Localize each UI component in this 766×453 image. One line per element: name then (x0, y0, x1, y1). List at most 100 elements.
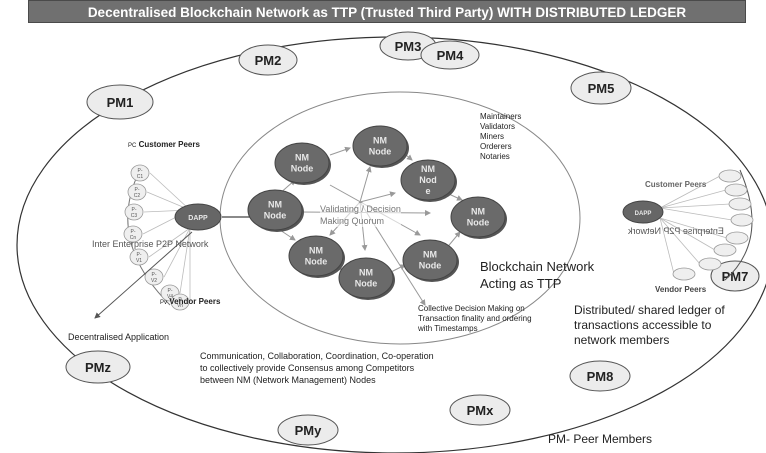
svg-text:PM8: PM8 (587, 369, 614, 384)
right-dapp[interactable]: DAPP (622, 200, 664, 224)
dapp-caption: Decentralised Application (68, 332, 170, 342)
svg-text:PMx: PMx (467, 403, 495, 418)
svg-text:NM: NM (423, 250, 437, 260)
right-peer[interactable] (672, 267, 696, 281)
customer-prefix: PC (128, 143, 137, 149)
svg-text:PMz: PMz (85, 360, 112, 375)
left-peer-c3[interactable]: P-C3 (124, 203, 144, 221)
left-customer-peers-label: PC Customer Peers (128, 140, 200, 151)
peer-link (659, 217, 675, 275)
svg-text:P-: P- (168, 288, 173, 294)
peer-link (659, 175, 721, 209)
ledger-line-1: Distributed/ shared ledger of (574, 303, 725, 317)
svg-text:NM: NM (421, 164, 435, 174)
svg-text:PM7: PM7 (722, 269, 749, 284)
peer-link (659, 189, 727, 209)
peer-member-pm1[interactable]: PM1 (86, 84, 154, 120)
left-peer-vn[interactable]: PVn (170, 293, 190, 311)
svg-text:P-: P- (132, 207, 137, 213)
peer-link (659, 217, 728, 239)
collective-line-1: Collective Decision Making on (418, 304, 525, 313)
svg-text:Node: Node (264, 211, 287, 221)
svg-text:NM: NM (309, 246, 323, 256)
svg-text:P-: P- (135, 187, 140, 193)
right-peer[interactable] (724, 183, 748, 197)
svg-text:e: e (425, 186, 430, 196)
right-customer-peers-label: Customer Peers (645, 180, 707, 189)
ledger-line-3: network members (574, 333, 670, 347)
svg-text:Cn: Cn (130, 235, 137, 241)
svg-text:Node: Node (467, 218, 490, 228)
svg-text:NM: NM (471, 207, 485, 217)
right-peer[interactable] (713, 243, 737, 257)
left-network-label: Inter Enterprise P2P Network (92, 239, 209, 249)
left-peer-v1[interactable]: P-V1 (129, 248, 149, 266)
collective-line-3: with Timestamps (418, 324, 478, 333)
svg-text:P-: P- (137, 252, 142, 258)
left-peer-c1[interactable]: P-C1 (130, 164, 150, 182)
peer-member-pmx[interactable]: PMx (449, 394, 511, 426)
peer-link (179, 227, 191, 294)
svg-text:P-: P- (138, 168, 143, 174)
right-peer[interactable] (730, 213, 754, 227)
right-peer[interactable] (725, 231, 749, 245)
quorum-line-1: Validating / Decision (320, 204, 401, 214)
svg-text:PM2: PM2 (255, 53, 282, 68)
peer-link (659, 203, 731, 209)
peer-member-pm7[interactable]: PM7 (710, 260, 760, 292)
svg-text:NM: NM (295, 153, 309, 163)
svg-text:C2: C2 (134, 193, 141, 199)
peer-member-pm4[interactable]: PM4 (420, 40, 480, 70)
right-peer[interactable] (728, 197, 752, 211)
left-peer-c2[interactable]: P-C2 (127, 183, 147, 201)
blockchain-label: Blockchain Network Acting as TTP (480, 258, 594, 292)
svg-text:PM1: PM1 (107, 95, 134, 110)
roles-list: Maintainers Validators Miners Orderers N… (480, 112, 521, 162)
communication-line-3: between NM (Network Management) Nodes (200, 375, 376, 385)
role-miners: Miners (480, 132, 505, 141)
svg-text:NM: NM (359, 268, 373, 278)
svg-text:PM4: PM4 (437, 48, 465, 63)
svg-text:NM: NM (268, 200, 282, 210)
peer-link (659, 217, 716, 251)
vendor-peers-text: Vendor Peers (169, 297, 221, 306)
peer-member-pmz[interactable]: PMz (65, 350, 131, 384)
svg-text:Nod: Nod (419, 175, 437, 185)
svg-text:Node: Node (305, 257, 328, 267)
vendor-prefix: Pv (160, 300, 168, 306)
peer-member-pm5[interactable]: PM5 (570, 71, 632, 105)
svg-text:Node: Node (419, 261, 442, 271)
peer-member-pm2[interactable]: PM2 (238, 44, 298, 76)
right-network-label-mirrored: Enterprise P2P Network (628, 226, 724, 236)
peer-member-pm8[interactable]: PM8 (569, 360, 631, 392)
peer-link (149, 172, 191, 211)
peer-link (163, 227, 191, 278)
right-peers (659, 169, 754, 281)
diagram-title: Decentralised Blockchain Network as TTP … (28, 0, 746, 23)
role-maintainers: Maintainers (480, 112, 522, 121)
left-peer-cn[interactable]: P-Cn (123, 225, 143, 243)
collective-label: Collective Decision Making on Transactio… (418, 304, 532, 334)
role-notaries: Notaries (480, 152, 510, 161)
left-vendor-peers-label: Pv Vendor Peers (160, 297, 220, 308)
left-peer-v2[interactable]: P-V2 (144, 268, 164, 286)
right-peer[interactable] (718, 169, 742, 183)
svg-text:PM3: PM3 (395, 39, 422, 54)
left-dapp[interactable]: DAPP (174, 203, 222, 231)
right-peer[interactable] (698, 257, 722, 271)
peer-member-pmy[interactable]: PMy (277, 414, 339, 446)
svg-text:DAPP: DAPP (635, 211, 652, 217)
svg-text:NM: NM (373, 136, 387, 146)
svg-text:P-: P- (152, 272, 157, 278)
